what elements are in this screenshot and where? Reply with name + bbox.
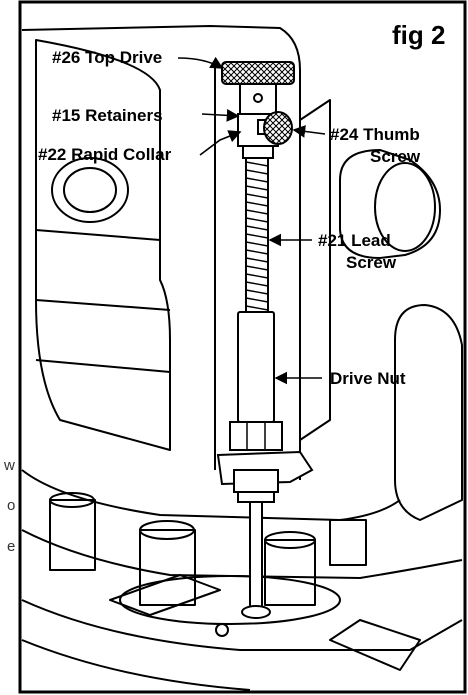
drive-nut: [237, 311, 275, 423]
router-body-illustration: [21, 25, 463, 691]
label-thumb-screw-line2: Screw: [370, 147, 421, 166]
figure-title: fig 2: [392, 20, 445, 50]
leader-top-drive: [177, 56, 224, 69]
lead-screw-assembly: [216, 61, 314, 619]
margin-fragment-2: o: [7, 497, 15, 514]
label-top-drive: #26 Top Drive: [52, 48, 162, 67]
top-drive-knob: [221, 61, 295, 85]
label-retainers: #15 Retainers: [52, 106, 163, 125]
margin-fragment-3: e: [7, 538, 15, 555]
label-thumb-screw-line1: #24 Thumb: [330, 125, 420, 144]
label-lead-screw-line2: Screw: [346, 253, 397, 272]
label-lead-screw-line1: #21 Lead: [318, 231, 391, 250]
leader-retainers: [201, 108, 240, 122]
label-rapid-collar: #22 Rapid Collar: [38, 145, 172, 164]
margin-fragment-1: w: [3, 457, 15, 474]
leader-thumb-screw: [292, 125, 326, 138]
figure-border: [18, 0, 467, 694]
leader-rapid-collar: [199, 130, 242, 156]
thumb-screw: [263, 111, 293, 145]
label-drive-nut: Drive Nut: [330, 369, 406, 388]
